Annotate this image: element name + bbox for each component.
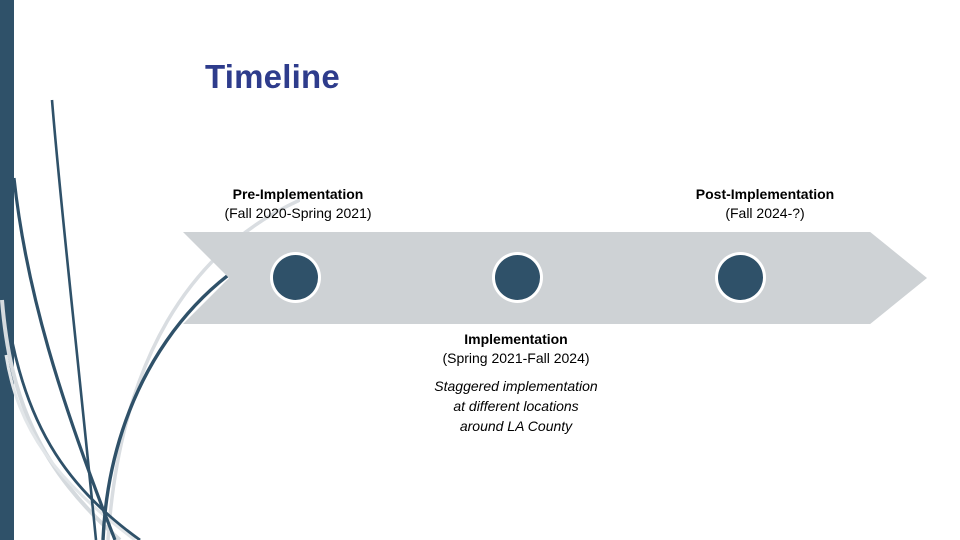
phase-title-implementation: Implementation [464,331,568,347]
phase-note-implementation: Staggered implementation at different lo… [434,378,598,434]
phase-label-post: Post-Implementation (Fall 2024-?) [625,185,905,223]
decor-curve-dark-1 [50,99,98,540]
decor-curve-dark-2 [12,177,117,540]
phase-period-post: (Fall 2024-?) [725,205,805,221]
phase-title-pre: Pre-Implementation [232,186,364,202]
decor-curve-light-1 [0,299,122,540]
milestone-marker-2[interactable] [495,255,540,300]
phase-label-pre: Pre-Implementation (Fall 2020-Spring 202… [186,185,410,223]
page-title: Timeline [205,58,340,95]
phase-period-pre: (Fall 2020-Spring 2021) [224,205,372,221]
phase-title-post: Post-Implementation [695,186,835,202]
milestone-marker-1[interactable] [273,255,318,300]
left-accent-bar [0,0,14,540]
decor-curve-dark-4 [8,329,141,540]
phase-period-implementation: (Spring 2021-Fall 2024) [442,350,590,366]
milestone-marker-3[interactable] [718,255,763,300]
phase-label-implementation: Implementation (Spring 2021-Fall 2024) S… [396,330,636,436]
decor-curve-light-3 [4,354,136,540]
